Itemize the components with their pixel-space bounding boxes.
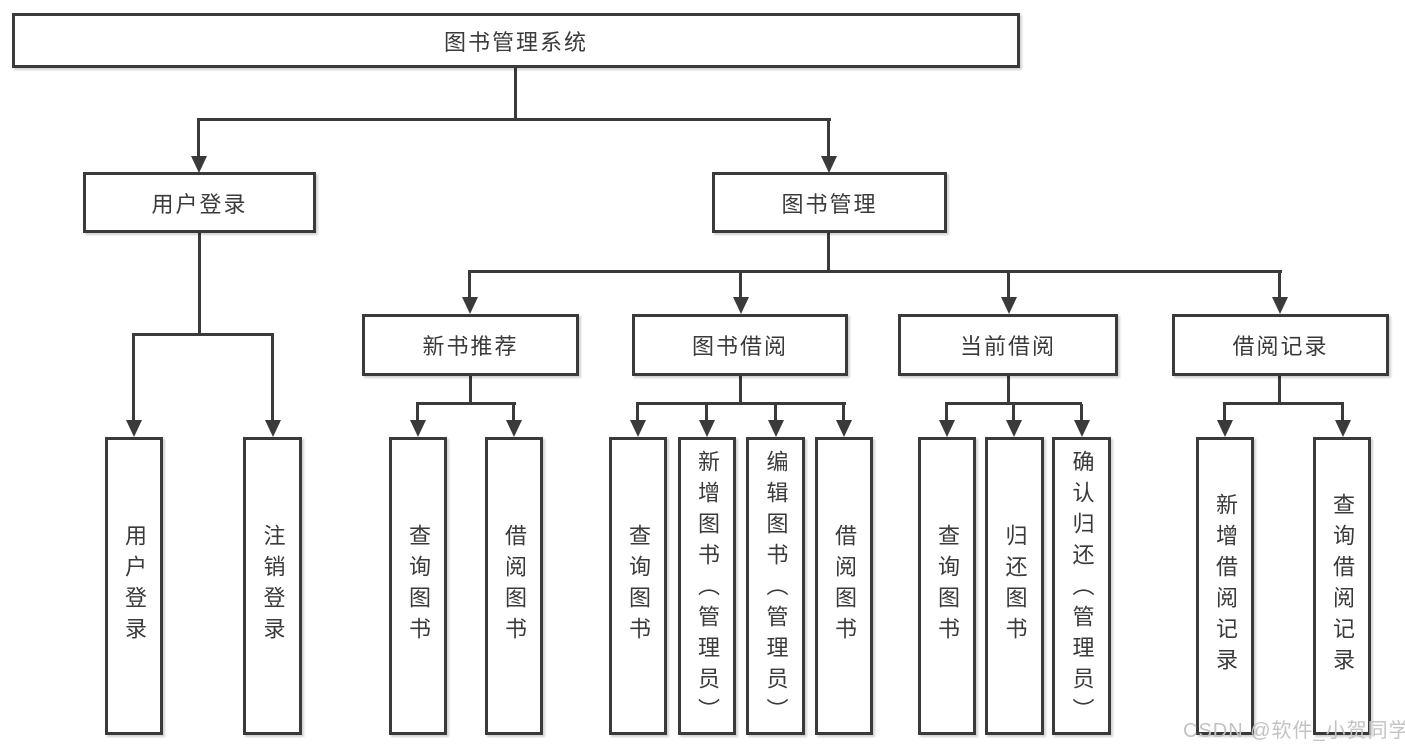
arrow-down-icon [410, 420, 426, 437]
node-leaf-borrow-books-recommend: 借阅图书 [485, 437, 543, 735]
connector-line [827, 118, 830, 158]
connector-line [132, 333, 274, 336]
node-user-login: 用户登录 [83, 172, 316, 233]
arrow-down-icon [191, 156, 207, 173]
node-leaf-query-books-recommend: 查询图书 [389, 437, 447, 735]
node-new-book-recommend: 新书推荐 [362, 314, 579, 376]
arrow-down-icon [1001, 297, 1017, 314]
connector-line [198, 233, 201, 335]
connector-line [1012, 404, 1015, 422]
connector-line [1278, 376, 1281, 404]
connector-line [827, 233, 830, 272]
connector-line [271, 335, 274, 423]
arrow-down-icon [1006, 420, 1022, 437]
connector-line [468, 270, 1282, 273]
node-leaf-user-login: 用户登录 [105, 437, 163, 735]
node-leaf-edit-books-admin: 编辑图书（管理员） [746, 437, 805, 735]
connector-line [416, 402, 516, 405]
connector-line [1007, 272, 1010, 300]
arrow-down-icon [768, 420, 784, 437]
connector-line [416, 404, 419, 422]
node-book-borrowing: 图书借阅 [632, 314, 848, 376]
node-leaf-query-books-borrowing: 查询图书 [609, 437, 667, 735]
node-leaf-confirm-return-admin: 确认归还（管理员） [1052, 437, 1111, 735]
connector-line [512, 404, 515, 422]
node-leaf-add-books-admin: 新增图书（管理员） [678, 437, 736, 735]
connector-line [945, 404, 948, 422]
node-leaf-logout: 注销登录 [243, 437, 302, 735]
connector-line [1007, 376, 1010, 404]
connector-line [842, 404, 845, 422]
arrow-down-icon [821, 156, 837, 173]
connector-line [197, 118, 831, 121]
connector-line [1223, 404, 1226, 422]
connector-line [132, 335, 135, 423]
arrow-down-icon [1335, 420, 1351, 437]
arrow-down-icon [126, 420, 142, 437]
arrow-down-icon [1272, 297, 1288, 314]
arrow-down-icon [265, 420, 281, 437]
connector-line [1278, 272, 1281, 300]
connector-line [774, 404, 777, 422]
connector-line [514, 68, 517, 120]
arrow-down-icon [836, 420, 852, 437]
node-leaf-add-borrow-record: 新增借阅记录 [1196, 437, 1254, 735]
connector-line [636, 404, 639, 422]
connector-line [739, 376, 742, 404]
node-leaf-query-books-current: 查询图书 [918, 437, 976, 735]
node-library-management-system: 图书管理系统 [12, 13, 1020, 68]
node-borrowing-records: 借阅记录 [1172, 314, 1389, 376]
arrow-down-icon [699, 420, 715, 437]
node-current-borrowing: 当前借阅 [898, 314, 1118, 376]
connector-line [739, 272, 742, 300]
node-leaf-return-books: 归还图书 [985, 437, 1044, 735]
arrow-down-icon [939, 420, 955, 437]
arrow-down-icon [1217, 420, 1233, 437]
connector-line [469, 376, 472, 404]
node-book-management: 图书管理 [712, 172, 947, 233]
node-leaf-query-borrow-record: 查询借阅记录 [1313, 437, 1371, 735]
connector-line [705, 404, 708, 422]
connector-line [1341, 404, 1344, 422]
connector-line [1080, 404, 1083, 422]
connector-line [1223, 402, 1344, 405]
arrow-down-icon [506, 420, 522, 437]
connector-line [945, 402, 1082, 405]
arrow-down-icon [630, 420, 646, 437]
connector-line [468, 272, 471, 300]
arrow-down-icon [733, 297, 749, 314]
connector-line [197, 118, 200, 158]
arrow-down-icon [462, 297, 478, 314]
connector-line [636, 402, 846, 405]
node-leaf-borrow-books: 借阅图书 [815, 437, 873, 735]
csdn-watermark: CSDN @软件_小贺同学 [1183, 720, 1405, 742]
arrow-down-icon [1074, 420, 1090, 437]
